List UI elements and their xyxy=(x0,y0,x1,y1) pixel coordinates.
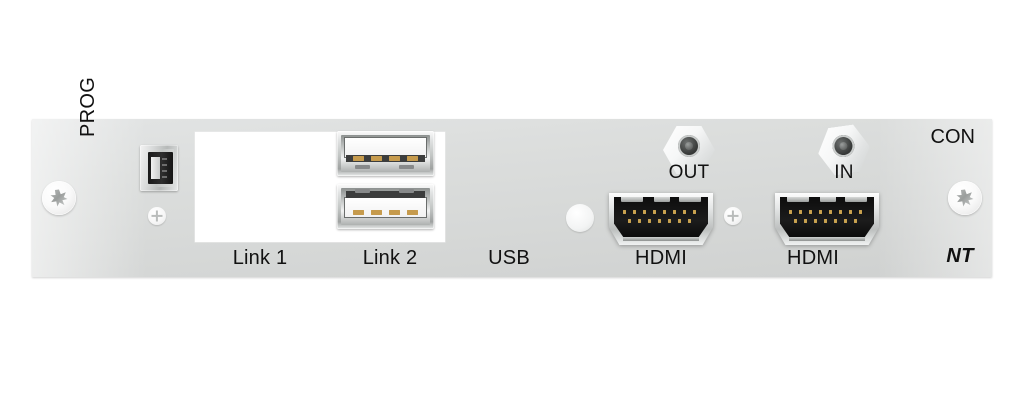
connector-pin xyxy=(162,170,167,172)
hdmi-pin xyxy=(653,210,656,214)
hdmi-notch xyxy=(845,197,867,202)
usb-contact-bar xyxy=(346,191,425,198)
hdmi-out-label: HDMI xyxy=(635,247,687,269)
hdmi-pin xyxy=(623,210,626,214)
torx-star-icon xyxy=(956,189,974,207)
hdmi-pin xyxy=(638,219,641,223)
hdmi-notch xyxy=(679,197,701,202)
hdmi-in-label: HDMI xyxy=(787,247,839,269)
torx-screw-right xyxy=(948,181,982,215)
con-label: CON xyxy=(930,126,975,148)
hdmi-pin xyxy=(693,210,696,214)
usb-mouth xyxy=(344,197,427,218)
hdmi-pin xyxy=(799,210,802,214)
hdmi-pin xyxy=(688,219,691,223)
hdmi-pin xyxy=(643,210,646,214)
prog-label: PROG xyxy=(77,76,99,137)
usb-clip xyxy=(399,165,414,169)
hdmi-pin xyxy=(849,210,852,214)
hdmi-notch xyxy=(820,197,836,202)
hdmi-pin xyxy=(658,219,661,223)
hdmi-pin xyxy=(668,219,671,223)
hdmi-pin xyxy=(794,219,797,223)
hdmi-pin xyxy=(633,210,636,214)
usb-clip xyxy=(399,189,414,193)
hdmi-port-out[interactable] xyxy=(609,193,713,245)
usb-pin xyxy=(371,210,382,215)
connector-pin xyxy=(162,164,167,166)
hdmi-pin xyxy=(829,210,832,214)
usb-pin xyxy=(407,210,418,215)
hdmi-pin xyxy=(628,219,631,223)
hdmi-pin xyxy=(834,219,837,223)
hdmi-pin xyxy=(859,210,862,214)
usb-a-port-bottom[interactable] xyxy=(337,184,434,229)
phillips-screw-left xyxy=(148,207,166,225)
out-coax-connector[interactable] xyxy=(663,126,715,174)
usb-pin xyxy=(407,156,418,161)
connector-pin xyxy=(162,176,167,178)
link1-label: Link 1 xyxy=(232,247,288,269)
hdmi-pin xyxy=(844,219,847,223)
hdmi-bottom-bar xyxy=(623,237,699,241)
hdmi-port-in[interactable] xyxy=(775,193,879,245)
hdmi-pin xyxy=(663,210,666,214)
usb-clip xyxy=(355,189,370,193)
out-label: OUT xyxy=(668,162,710,183)
usb-pin xyxy=(353,210,364,215)
connector-panel: PROG xyxy=(32,77,992,277)
usb-mouth xyxy=(344,137,427,158)
usb-pin xyxy=(389,156,400,161)
torx-screw-left xyxy=(42,181,76,215)
phillips-screw-right xyxy=(724,207,742,225)
brand-logo: NT xyxy=(946,245,974,267)
hdmi-pin xyxy=(683,210,686,214)
hdmi-pin xyxy=(673,210,676,214)
usb-a-port-top[interactable] xyxy=(337,131,434,176)
connector-pin xyxy=(162,158,167,160)
usb-contact-bar xyxy=(346,155,425,162)
prog-mini-usb-port[interactable] xyxy=(140,145,178,191)
hdmi-cavity xyxy=(614,197,708,240)
usb-clip xyxy=(355,165,370,169)
hdmi-notch xyxy=(787,197,809,202)
hdmi-pin xyxy=(814,219,817,223)
usb-pin xyxy=(389,210,400,215)
link2-label: Link 2 xyxy=(362,247,418,269)
hdmi-pin xyxy=(804,219,807,223)
coax-center-contact-icon xyxy=(678,135,700,158)
torx-star-icon xyxy=(50,189,68,207)
blank-round-hole xyxy=(566,204,594,232)
hdmi-cavity xyxy=(780,197,874,240)
hdmi-pin xyxy=(678,219,681,223)
connector-tongue xyxy=(151,157,160,179)
hdmi-bottom-bar xyxy=(789,237,865,241)
usb-pin xyxy=(353,156,364,161)
hdmi-pin xyxy=(819,210,822,214)
hdmi-pin xyxy=(854,219,857,223)
in-label: IN xyxy=(834,162,854,183)
hdmi-pin xyxy=(809,210,812,214)
usb-pin xyxy=(371,156,382,161)
hdmi-pin xyxy=(789,210,792,214)
hdmi-notch xyxy=(621,197,643,202)
hdmi-notch xyxy=(654,197,670,202)
hdmi-pin xyxy=(839,210,842,214)
usb-label: USB xyxy=(488,247,530,269)
hdmi-pin xyxy=(648,219,651,223)
hdmi-pin xyxy=(824,219,827,223)
